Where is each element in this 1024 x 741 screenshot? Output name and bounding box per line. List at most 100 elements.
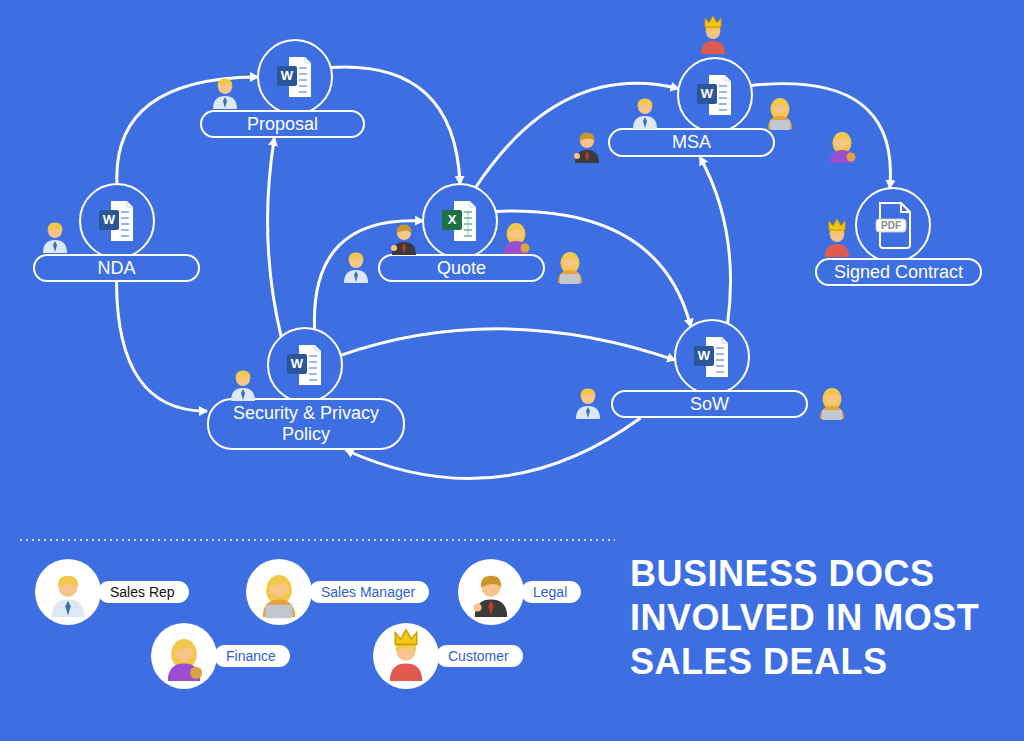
laptop — [266, 605, 293, 619]
page-fold — [722, 337, 728, 343]
node-label-box: MSA — [608, 128, 775, 157]
legend-circle — [246, 559, 312, 625]
tie — [643, 117, 647, 128]
app-letter: X — [442, 210, 462, 230]
body — [576, 406, 600, 419]
label-pill — [612, 391, 807, 417]
page-fold — [725, 75, 731, 81]
hair — [396, 225, 411, 234]
person-icon — [825, 219, 849, 257]
node-label: NDA — [97, 258, 135, 279]
person-icon — [633, 99, 657, 130]
page-fold — [470, 201, 476, 207]
page-line — [309, 361, 317, 363]
person-icon — [263, 575, 295, 618]
body — [52, 599, 84, 617]
app-letter: W — [697, 84, 717, 104]
page-line — [121, 229, 129, 231]
body — [768, 116, 792, 129]
hair — [824, 389, 839, 398]
node-label-box: Quote — [378, 254, 545, 282]
page-line — [719, 91, 727, 93]
page-line — [299, 91, 307, 93]
person-icon — [820, 388, 844, 420]
person-icon — [701, 16, 725, 54]
legend-label: Customer — [436, 645, 523, 667]
page-line — [719, 97, 727, 99]
page-line — [716, 353, 724, 355]
page-fold — [305, 57, 311, 63]
person-icon — [43, 223, 67, 254]
legend-circle — [35, 559, 101, 625]
node-label: Security & Privacy Policy — [217, 403, 395, 444]
person-icon — [574, 133, 599, 164]
page-line — [121, 223, 129, 225]
legend-label: Legal — [521, 581, 581, 603]
node-label-box: NDA — [33, 254, 200, 282]
hair — [481, 576, 501, 587]
flow-arrow — [117, 282, 208, 411]
person-icon — [830, 132, 856, 163]
word-badge — [277, 66, 297, 86]
label-pill — [34, 255, 199, 281]
page-line — [716, 359, 724, 361]
legend-label: Sales Manager — [309, 581, 429, 603]
page-line — [716, 371, 724, 373]
icon-circle — [423, 184, 497, 258]
page-line — [719, 103, 727, 105]
document-node: SoWW — [611, 320, 808, 418]
hair — [58, 576, 78, 587]
hair — [508, 224, 523, 233]
tie — [53, 241, 57, 252]
tie — [586, 407, 590, 418]
hand — [473, 603, 481, 611]
body — [575, 150, 599, 163]
tie — [488, 601, 493, 616]
crown — [395, 630, 417, 645]
separator-line — [20, 539, 615, 541]
hair — [348, 253, 363, 262]
grid-line — [468, 210, 469, 237]
body — [344, 270, 368, 283]
hand — [574, 153, 580, 159]
crown — [829, 219, 845, 230]
icon-circle — [258, 40, 332, 114]
node-label: Proposal — [247, 114, 318, 135]
person-icon — [52, 576, 84, 617]
hair — [269, 576, 289, 587]
diagram-title: BUSINESS DOCS INVOLVED IN MOST SALES DEA… — [630, 552, 1012, 684]
body — [390, 663, 422, 681]
page-fold — [315, 345, 321, 351]
tie — [585, 151, 589, 162]
tie — [223, 97, 227, 108]
tie — [241, 389, 245, 400]
hair — [174, 640, 194, 651]
body — [231, 388, 255, 401]
money-bag — [847, 153, 856, 162]
body — [701, 41, 725, 54]
hair — [562, 253, 577, 262]
icon-circle — [675, 320, 749, 394]
legend-circle — [458, 559, 524, 625]
person-icon — [504, 223, 530, 254]
tie — [402, 243, 406, 254]
page-line — [719, 109, 727, 111]
page-line — [309, 379, 317, 381]
body — [43, 240, 67, 253]
hair — [580, 389, 595, 398]
icon-circle — [80, 184, 154, 258]
body — [820, 406, 844, 419]
money-bag — [190, 667, 202, 679]
icon-circle — [678, 58, 752, 132]
node-label-box: Security & Privacy Policy — [207, 398, 405, 450]
page-line — [309, 367, 317, 369]
page-line — [716, 347, 724, 349]
document-node: MSA W — [608, 58, 775, 157]
page-line — [299, 67, 307, 69]
page-line — [299, 73, 307, 75]
node-label-box: Signed Contract — [815, 258, 982, 286]
document-node: Security & Privacy PolicyW — [207, 328, 405, 450]
legend-circle — [373, 623, 439, 689]
person-icon — [558, 252, 582, 284]
